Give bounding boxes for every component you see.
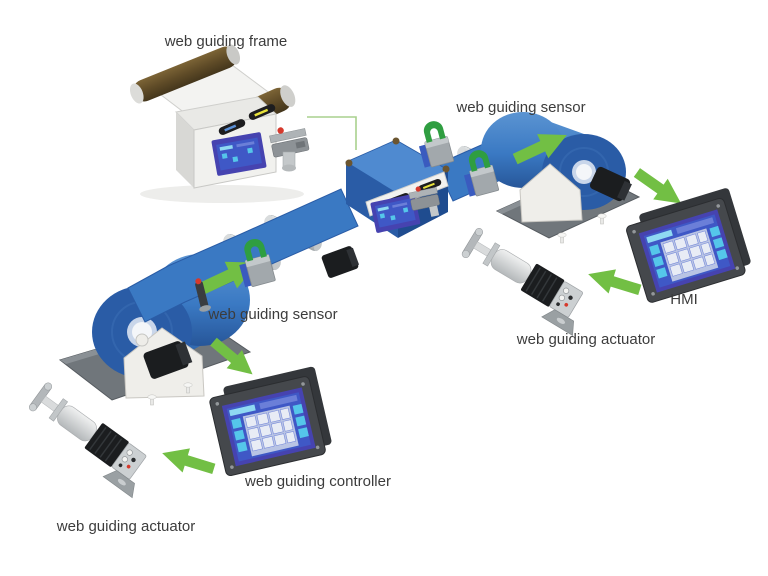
label-web-guiding-frame: web guiding frame [164,33,288,50]
web-drive-motor [321,246,360,278]
label-web-guiding-sensor-mid: web guiding sensor [207,306,337,323]
label-web-guiding-sensor-top: web guiding sensor [455,99,585,116]
label-web-guiding-actuator-right: web guiding actuator [516,331,655,348]
frame-edge-sensor [269,127,310,158]
label-hmi: HMI [670,291,698,308]
bolt [557,232,567,244]
frame-slot-right [248,104,276,120]
web-guiding-actuator-right [454,226,597,337]
signal-line [307,116,357,150]
label-web-guiding-controller: web guiding controller [244,473,391,490]
label-web-guiding-actuator-left: web guiding actuator [56,518,195,535]
rewind-roll-core [576,164,592,180]
rewind-stand [519,163,583,223]
hmi-panel [622,186,755,305]
unwind-stand [123,327,205,406]
rewind-roll-assembly [481,112,632,244]
bolt [147,394,157,406]
flow-arrow-hmi-to-actuator [584,262,644,302]
frame-shadow [140,185,304,203]
frame-display [211,132,267,176]
mid-guiding-unit [345,137,450,238]
web-band-left [127,188,359,323]
web-guiding-frame-machine [129,44,310,203]
sensor-led [277,127,284,134]
frame-body-side [176,112,194,188]
frame-slot-left [218,119,246,135]
bolt [597,213,607,225]
mid-edge-sensor [408,186,440,217]
frame-sensor-foot [282,164,296,172]
frame-roller-back [129,44,241,104]
web-guiding-actuator-left [20,380,159,499]
controller-panel [206,365,335,478]
rewind-motor [589,166,632,202]
unwind-motor [143,341,193,379]
standing-sensor [195,278,211,312]
mid-unit-display [370,193,421,233]
flow-arrow-controller-to-actuator [158,441,218,481]
